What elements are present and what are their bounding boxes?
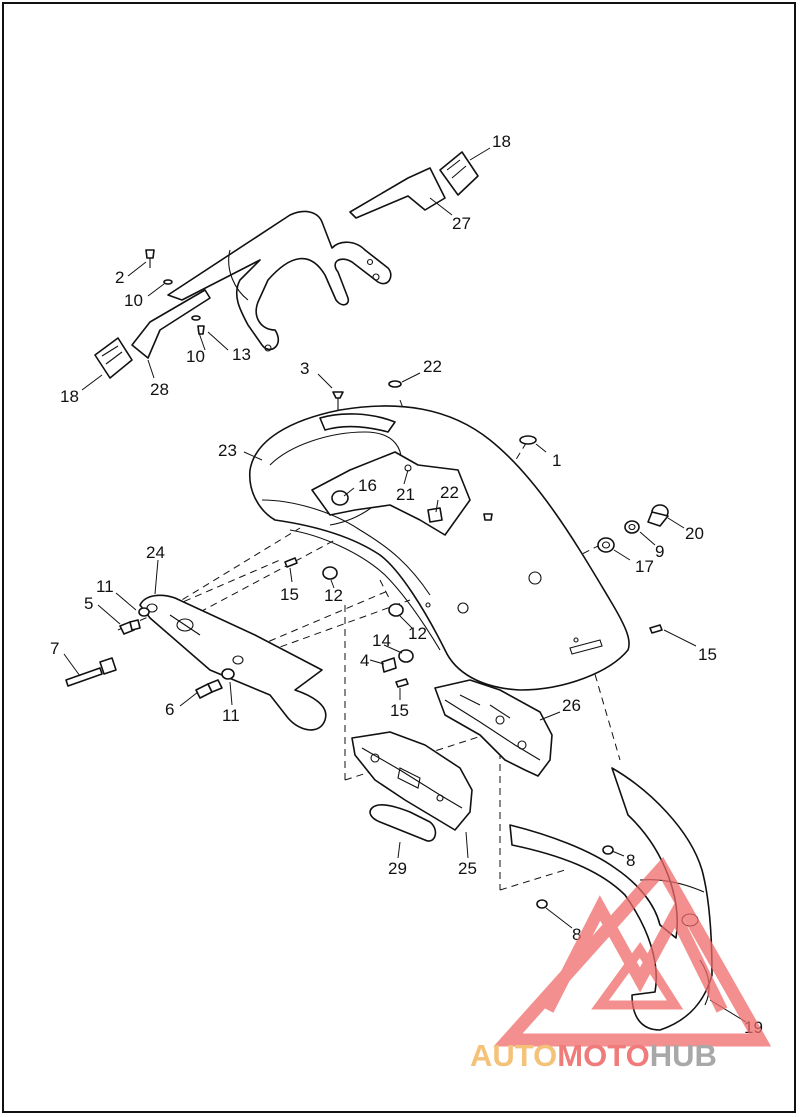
inner-bracket-21 [311,451,471,536]
callout-12-right: 12 [408,624,427,643]
callout-10-lower: 10 [186,347,205,366]
screw-6-and-washer [195,668,235,699]
callout-3: 3 [300,359,309,378]
callout-20: 20 [685,524,704,543]
watermark-logo [493,856,772,1047]
strip-27 [349,167,446,219]
callout-18-left: 18 [60,387,79,406]
callout-29: 29 [388,859,407,878]
callout-22-top: 22 [423,357,442,376]
callout-21: 21 [396,485,415,504]
pad-18-left [94,337,133,379]
callout-26: 26 [562,696,581,715]
side-cover-24 [139,594,327,731]
callout-15-right: 15 [698,645,717,664]
callout-4: 4 [360,651,369,670]
callout-10-upper: 10 [124,291,143,310]
bolt-7 [65,657,117,687]
fastener-fender [483,513,493,521]
callout-25: 25 [458,859,477,878]
rear-fender [249,405,630,691]
pad-18-top [439,151,479,196]
callout-2: 2 [115,268,124,287]
hardware-20-9-17 [597,504,669,553]
callout-7: 7 [50,639,59,658]
watermark-auto: AUTO [470,1038,557,1073]
strip-28 [131,289,211,359]
svg-text:AUTOMOTOHUB: AUTOMOTOHUB [470,1038,717,1073]
callout-5: 5 [84,594,93,613]
washers-8 [536,845,614,909]
callout-13: 13 [232,345,251,364]
callout-27: 27 [452,214,471,233]
callout-23: 23 [218,441,237,460]
callout-17: 17 [635,557,654,576]
upper-support-bracket [167,210,392,352]
callout-18-top: 18 [492,132,511,151]
leader-lines [63,147,747,1023]
watermark-text: AUTOMOTOHUB [470,1038,717,1073]
top-hardware [145,249,402,420]
callout-24: 24 [146,543,165,562]
bracket-25 [351,731,473,831]
center-hardware [284,557,414,688]
callout-labels: 18 27 2 10 10 13 28 18 3 22 1 23 21 16 2… [50,132,763,1037]
callout-11-lower: 11 [222,706,240,725]
callout-28: 28 [150,380,169,399]
watermark-hub: HUB [650,1038,717,1073]
callout-9: 9 [655,542,664,561]
callout-6: 6 [165,700,174,719]
screw-5-and-washer [119,607,150,635]
callout-15-mid: 15 [280,585,299,604]
callout-15-lower: 15 [390,701,409,720]
callout-12-left: 12 [324,586,343,605]
callout-8-upper: 8 [626,851,635,870]
callout-16: 16 [358,476,377,495]
callout-14: 14 [372,631,391,650]
fastener-15-right [649,624,663,634]
callout-1: 1 [552,451,561,470]
callout-11-upper: 11 [96,577,114,596]
callout-8-lower: 8 [572,925,581,944]
watermark-moto: MOTO [557,1038,649,1073]
callout-22-mid: 22 [440,483,459,502]
pad-29 [369,803,437,842]
grommet-1 [519,435,537,445]
bracket-26 [434,679,553,777]
